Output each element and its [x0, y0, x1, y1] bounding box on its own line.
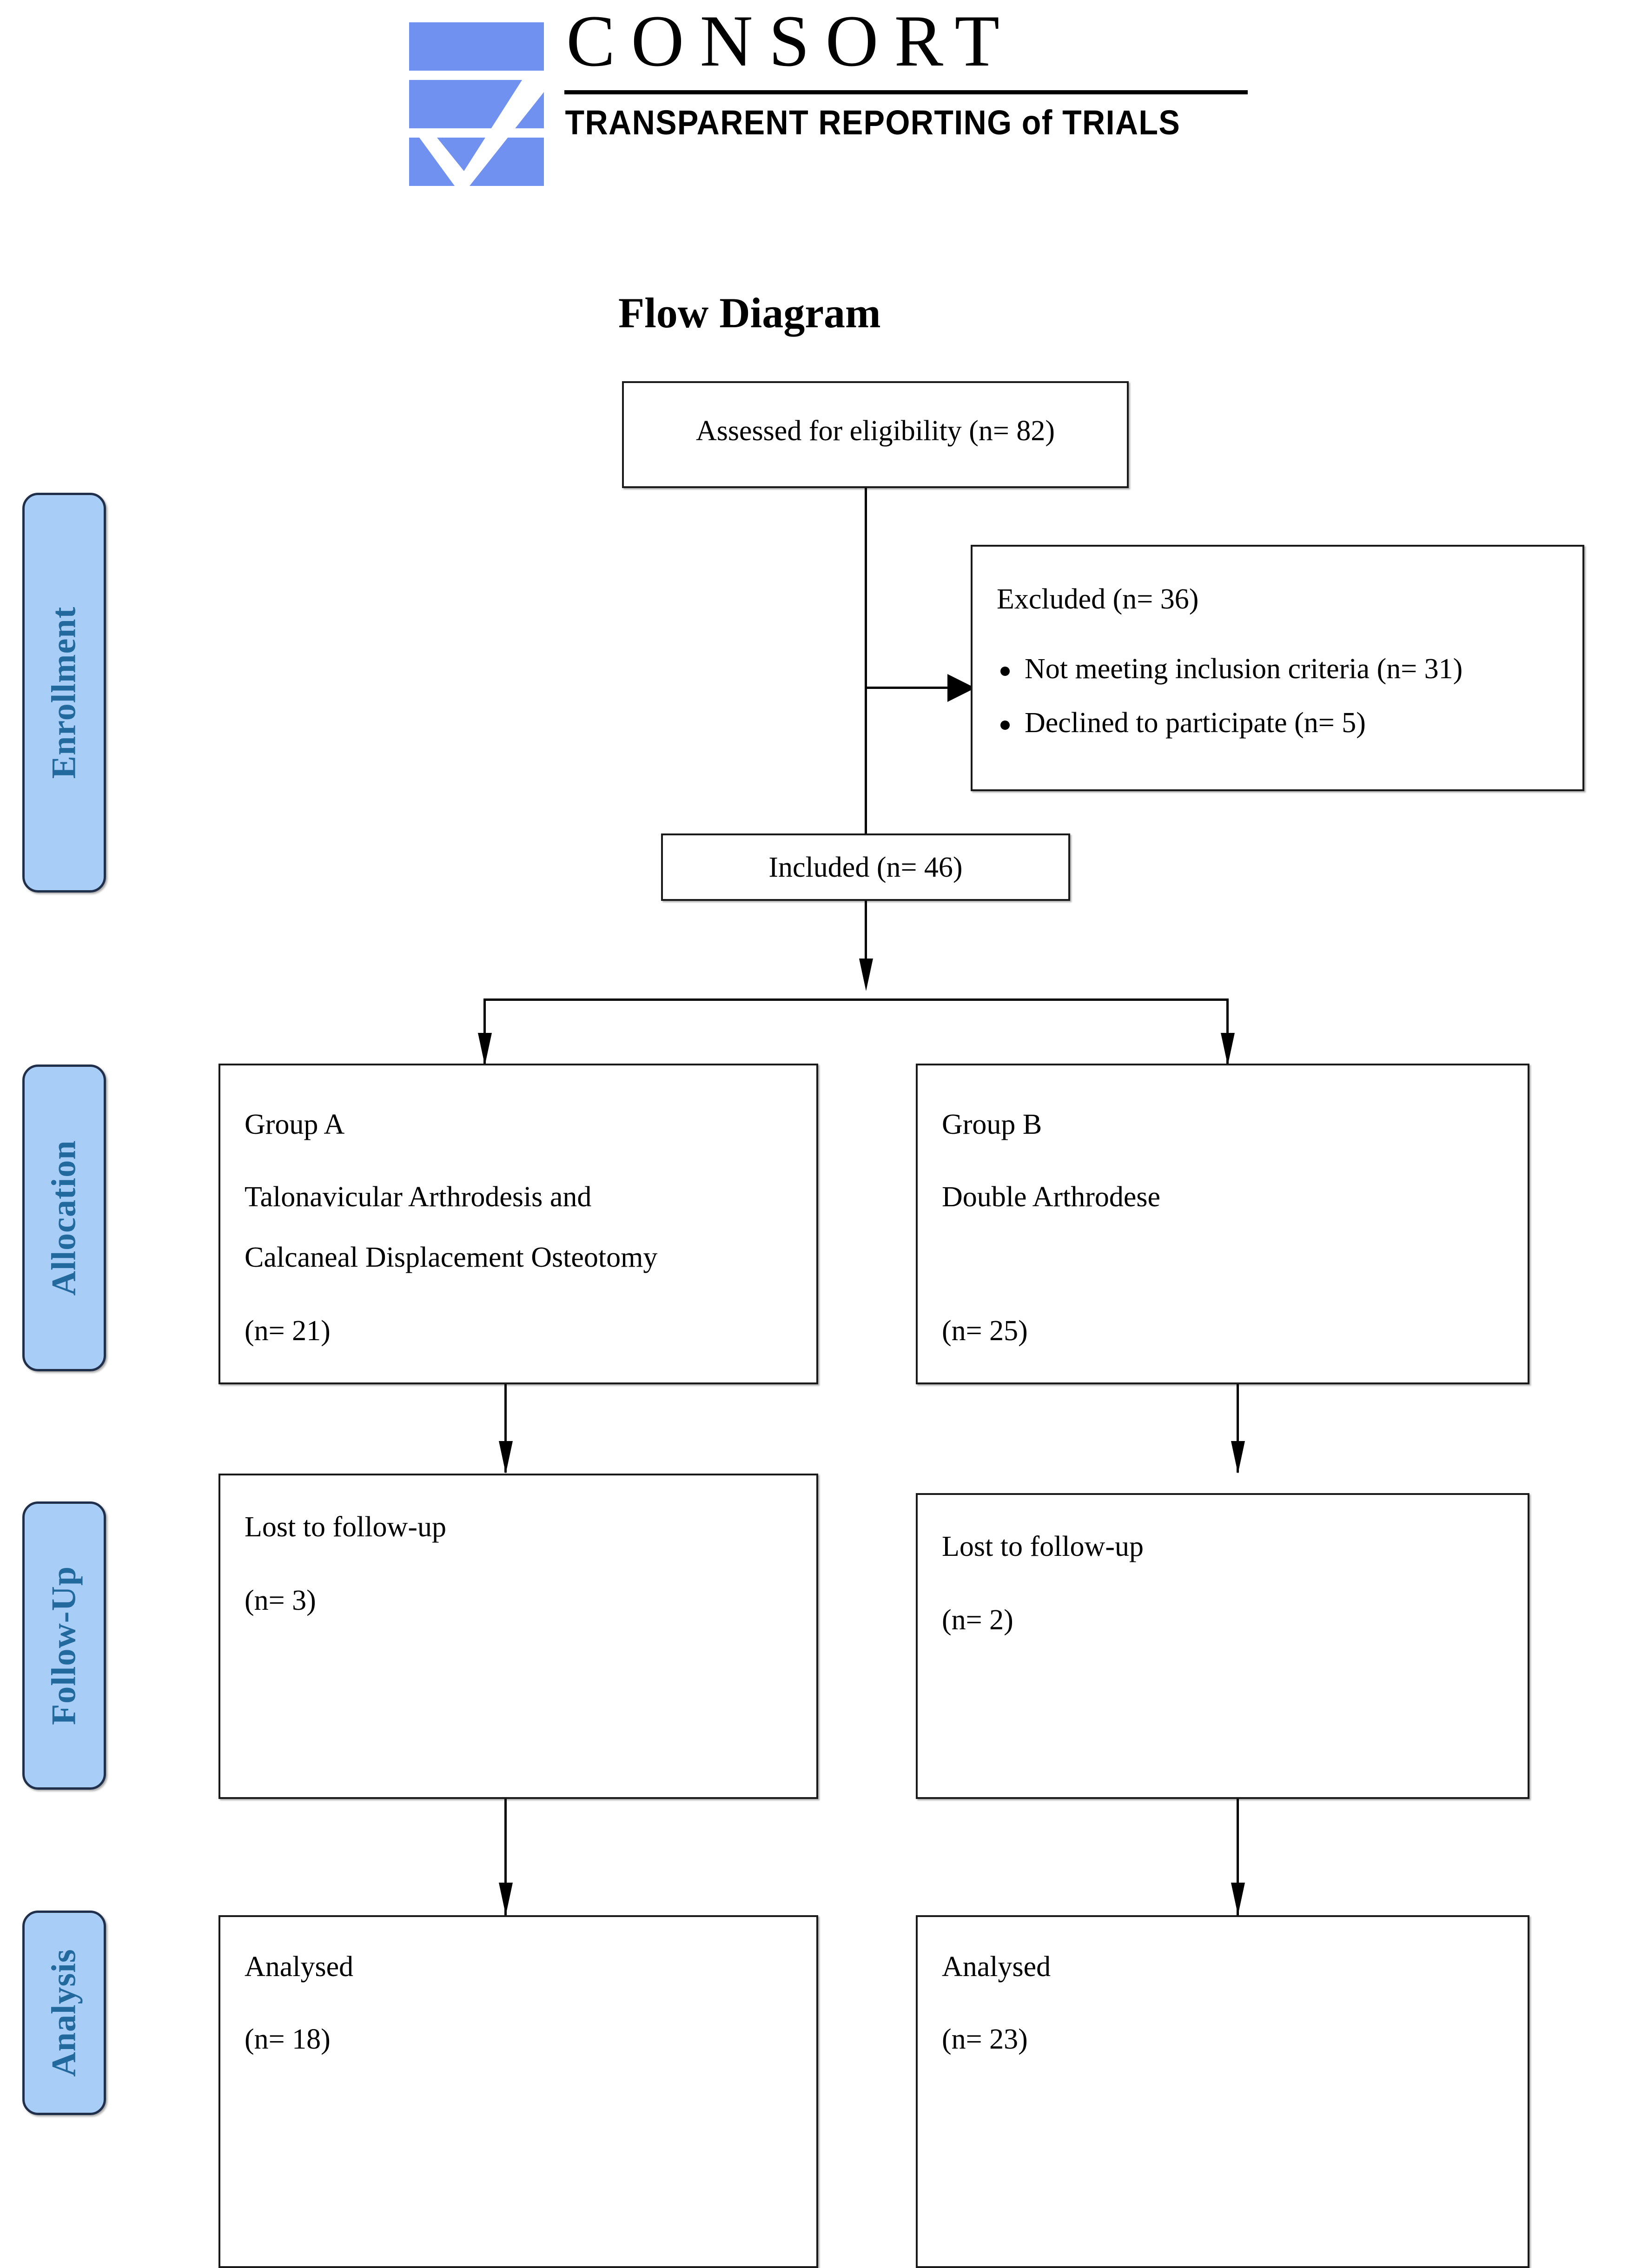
connector-lost-b-to-analysed: [1237, 1799, 1239, 1915]
lost-b-label: Lost to follow-up: [942, 1531, 1144, 1562]
group-b-count: (n= 25): [942, 1315, 1028, 1347]
included-text: Included (n= 46): [768, 852, 963, 883]
box-assessed-for-eligibility: Assessed for eligibility (n= 82): [622, 381, 1129, 488]
box-group-b: Group B Double Arthrodese (n= 25): [916, 1064, 1529, 1384]
connector-assessed-stem: [865, 488, 867, 688]
arrowhead-included-split: [859, 959, 873, 991]
stage-label-enrollment: Enrollment: [45, 606, 83, 779]
box-lost-to-followup-a: Lost to follow-up (n= 3): [218, 1474, 818, 1799]
box-analysed-b: Analysed (n= 23): [916, 1915, 1529, 2268]
box-excluded: Excluded (n= 36) Not meeting inclusion c…: [971, 545, 1584, 791]
stage-tab-allocation: Allocation: [22, 1065, 106, 1371]
box-group-a: Group A Talonavicular Arthrodesis and Ca…: [218, 1064, 818, 1384]
stage-label-analysis: Analysis: [45, 1949, 83, 2077]
logo-divider: [564, 90, 1248, 94]
list-item: Not meeting inclusion criteria (n= 31): [998, 655, 1571, 683]
stage-label-allocation: Allocation: [45, 1140, 83, 1296]
analysed-b-count: (n= 23): [942, 2023, 1028, 2055]
group-b-intervention: Double Arthrodese: [942, 1181, 1161, 1213]
consort-wordmark: CONSORT: [566, 0, 1015, 82]
logo-band-top: [409, 22, 544, 71]
group-a-intervention-line1: Talonavicular Arthrodesis and: [245, 1181, 592, 1213]
arrowhead-group-b-to-lost: [1231, 1441, 1245, 1474]
consort-logo-mark-icon: [409, 22, 544, 199]
connector-to-group-b: [1226, 998, 1229, 1064]
box-included: Included (n= 46): [661, 833, 1070, 901]
group-a-count: (n= 21): [245, 1315, 331, 1347]
connector-assessed-to-included: [865, 687, 867, 835]
connector-allocation-bar: [483, 998, 1228, 1001]
analysed-a-label: Analysed: [245, 1951, 354, 1983]
list-item: Declined to participate (n= 5): [998, 708, 1571, 737]
connector-lost-a-to-analysed: [504, 1799, 507, 1915]
consort-logo: CONSORT TRANSPARENT REPORTING of TRIALS: [409, 5, 1339, 209]
analysed-a-count: (n= 18): [245, 2023, 331, 2055]
logo-band-middle: [409, 80, 544, 128]
excluded-reason-list: Not meeting inclusion criteria (n= 31) D…: [998, 655, 1571, 762]
excluded-heading: Excluded (n= 36): [997, 583, 1199, 615]
consort-logo-text: CONSORT TRANSPARENT REPORTING of TRIALS: [563, 5, 1316, 142]
stage-tab-followup: Follow-Up: [22, 1501, 106, 1790]
lost-a-count: (n= 3): [245, 1585, 316, 1616]
consort-tagline: TRANSPARENT REPORTING of TRIALS: [565, 103, 1181, 142]
page-title: Flow Diagram: [618, 289, 881, 337]
stage-label-followup: Follow-Up: [45, 1566, 83, 1725]
lost-b-count: (n= 2): [942, 1604, 1013, 1636]
box-analysed-a: Analysed (n= 18): [218, 1915, 818, 2268]
connector-group-b-to-lost: [1237, 1384, 1239, 1473]
stage-tab-analysis: Analysis: [22, 1911, 106, 2115]
lost-a-label: Lost to follow-up: [245, 1511, 446, 1543]
connector-included-stem: [865, 901, 867, 966]
arrowhead-group-a-to-lost: [499, 1441, 513, 1474]
connector-to-group-a: [483, 998, 486, 1064]
assessed-text: Assessed for eligibility (n= 82): [696, 415, 1055, 447]
group-a-name: Group A: [245, 1109, 345, 1140]
connector-group-a-to-lost: [504, 1384, 507, 1473]
stage-tab-enrollment: Enrollment: [22, 493, 106, 893]
analysed-b-label: Analysed: [942, 1951, 1051, 1983]
logo-band-bottom: [409, 138, 544, 186]
box-lost-to-followup-b: Lost to follow-up (n= 2): [916, 1493, 1529, 1799]
arrowhead-to-group-b: [1221, 1033, 1235, 1065]
arrowhead-to-group-a: [478, 1033, 492, 1065]
group-b-name: Group B: [942, 1109, 1042, 1140]
arrowhead-lost-a-to-analysed: [499, 1883, 513, 1915]
connector-to-excluded: [865, 687, 976, 689]
arrowhead-lost-b-to-analysed: [1231, 1883, 1245, 1915]
group-a-intervention-line2: Calcaneal Displacement Osteotomy: [245, 1242, 658, 1273]
